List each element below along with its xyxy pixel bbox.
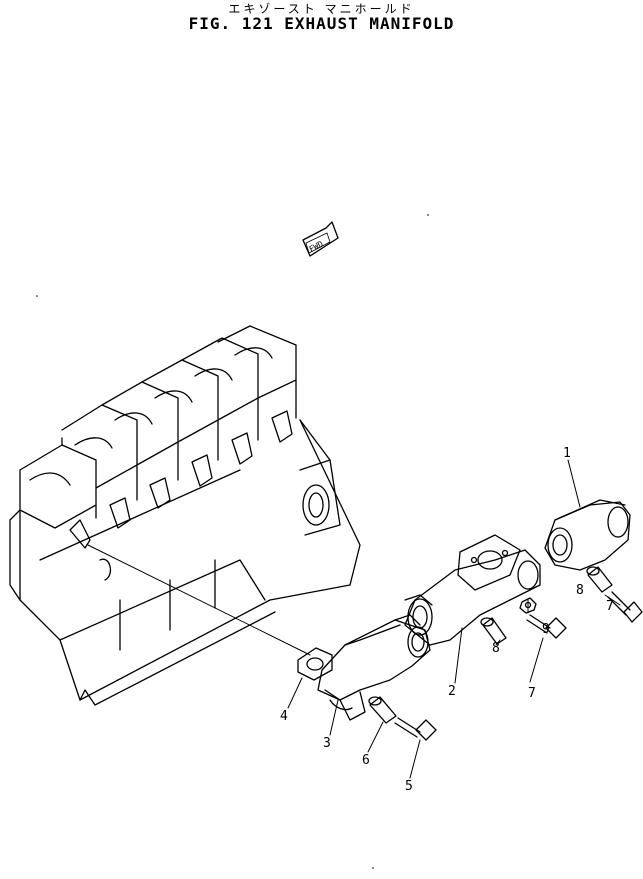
spacer-sleeve-center: [480, 617, 507, 645]
engine-block: [9, 325, 361, 706]
callout-6: 6: [362, 753, 370, 768]
gasket-part: [297, 647, 333, 681]
callout-8-rear: 8: [576, 583, 584, 598]
callout-9: 9: [542, 622, 550, 637]
bolt-center: [526, 614, 567, 639]
scan-specks: [36, 214, 429, 869]
spacer-sleeve-front: [368, 696, 397, 724]
callout-3: 3: [323, 736, 331, 751]
callout-1: 1: [563, 446, 571, 461]
callout-4: 4: [280, 709, 288, 724]
callout-7-rear: 7: [606, 599, 614, 614]
rear-manifold-part: [544, 499, 631, 571]
callout-2: 2: [448, 684, 456, 699]
callout-7-center: 7: [528, 686, 536, 701]
callout-labels: 1 2 3 4 5 6 7 7 8 8 9: [280, 446, 614, 794]
callout-8-center: 8: [492, 641, 500, 656]
bolt-front: [394, 717, 437, 741]
gasket-leader-line: [87, 544, 311, 656]
spacer-sleeve-rear: [586, 566, 613, 593]
figure-title-japanese: エキゾースト マニホールド: [228, 2, 415, 16]
bolt-rear: [607, 591, 643, 623]
forward-arrow-icon: FWD: [302, 221, 339, 257]
figure-title: FIG. 121 EXHAUST MANIFOLD: [188, 14, 455, 33]
leader-lines: [287, 459, 621, 779]
callout-5: 5: [405, 779, 413, 794]
center-manifold-part: [404, 534, 541, 646]
